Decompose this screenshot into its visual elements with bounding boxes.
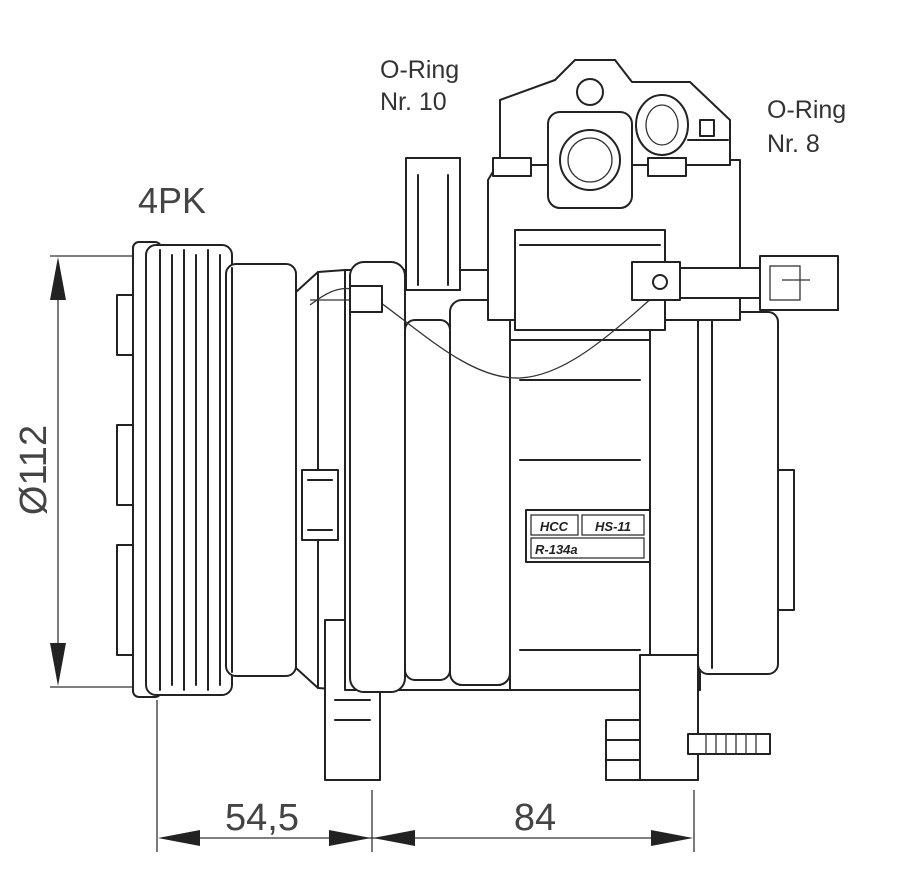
nameplate-refrigerant: R-134a bbox=[535, 542, 578, 557]
head-lower-block bbox=[514, 229, 666, 331]
pulley-grooves bbox=[145, 244, 233, 696]
pulley-4pk-label: 4PK bbox=[138, 180, 206, 221]
arrow-body-right bbox=[651, 830, 693, 846]
mounting-bolt bbox=[687, 733, 771, 755]
flange-stud bbox=[699, 119, 715, 137]
rear-housing-front bbox=[649, 299, 699, 681]
pulley bbox=[116, 241, 297, 698]
body-band-3 bbox=[449, 299, 511, 686]
diameter-label: Ø112 bbox=[13, 425, 55, 515]
connector-wire bbox=[309, 287, 656, 379]
port-nr8-opening bbox=[635, 94, 689, 156]
front-housing bbox=[295, 269, 381, 781]
front-depth-label: 54,5 bbox=[225, 797, 299, 839]
nameplate: HCC HS-11 R-134a bbox=[525, 509, 651, 563]
clutch-connector bbox=[309, 255, 839, 379]
arrow-front-right bbox=[329, 830, 371, 846]
wire-clip bbox=[349, 285, 383, 313]
port-nr10-opening bbox=[559, 129, 621, 191]
oring-10-label-line2: Nr. 10 bbox=[380, 88, 447, 116]
head-nut-right bbox=[647, 157, 687, 177]
body-depth-label: 84 bbox=[514, 797, 556, 839]
bolt-thread bbox=[705, 734, 757, 754]
rear-boss bbox=[777, 469, 795, 611]
rear-mount-nut bbox=[605, 719, 641, 781]
flange-bolt-hole bbox=[576, 78, 604, 106]
diameter-dimension: Ø112 bbox=[13, 255, 135, 688]
connector-body bbox=[679, 267, 761, 299]
body-band-2 bbox=[404, 319, 451, 681]
rear-housing bbox=[697, 311, 779, 675]
rear-mount bbox=[605, 654, 771, 781]
body-band-1 bbox=[349, 261, 406, 693]
diameter-arrow-top bbox=[50, 257, 66, 300]
connector-plug bbox=[759, 255, 839, 311]
front-boss bbox=[301, 469, 339, 541]
rear-mount-ear bbox=[639, 654, 699, 781]
oring-8-label-line2: Nr. 8 bbox=[767, 130, 820, 158]
nameplate-frame bbox=[525, 509, 651, 563]
oring-10-label-line1: O-Ring bbox=[380, 56, 459, 84]
oring-8-label-line1: O-Ring bbox=[767, 96, 846, 124]
clutch-hub bbox=[225, 263, 297, 677]
discharge-port-block bbox=[405, 59, 741, 331]
head-nut-left bbox=[492, 157, 532, 177]
length-dimensions: 54,5 84 bbox=[156, 700, 695, 852]
arrow-front-left bbox=[158, 830, 200, 846]
nameplate-model: HS-11 bbox=[595, 519, 631, 534]
compressor-body bbox=[344, 261, 795, 693]
diameter-arrow-bottom bbox=[50, 643, 66, 686]
arrow-body-left bbox=[373, 830, 415, 846]
nameplate-maker: HCC bbox=[540, 519, 569, 534]
suction-tube bbox=[405, 157, 461, 291]
